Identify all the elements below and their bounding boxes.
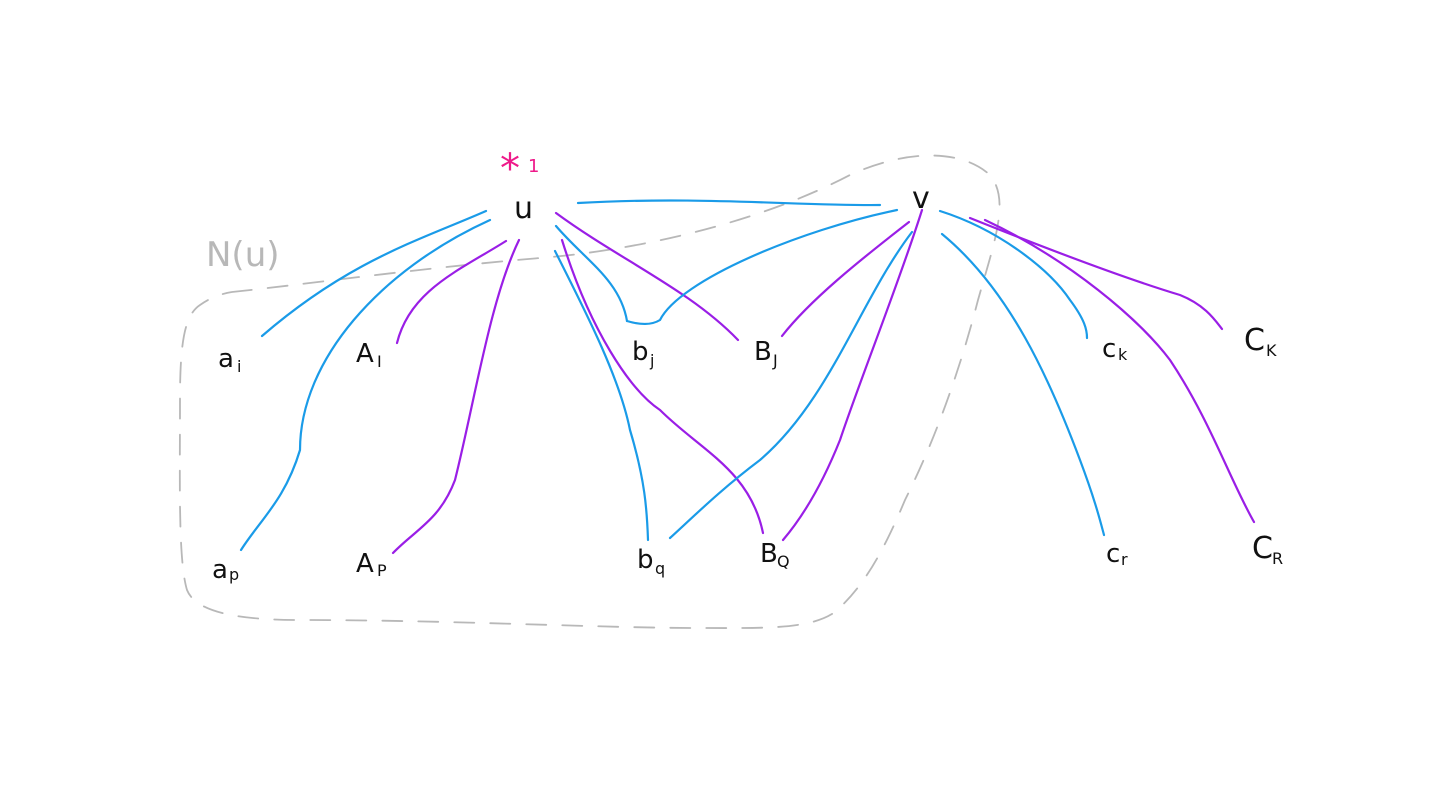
node-AI: A I (356, 339, 382, 371)
node-label-main: B (754, 337, 772, 367)
edge-u-a1 (260, 209, 488, 338)
node-BQ: B Q (760, 539, 790, 571)
node-label-sub: Q (777, 552, 790, 571)
star-marker-subscript: 1 (528, 156, 539, 177)
node-a1: a i (218, 344, 241, 376)
node-label-sub: J (772, 351, 778, 370)
node-u: u (514, 191, 533, 226)
node-label-main: c (1106, 539, 1120, 569)
node-label-main: c (1102, 334, 1116, 364)
edge-v-CK (968, 216, 1224, 331)
node-label-sub: I (377, 352, 382, 371)
edge-v-bq (668, 230, 914, 540)
edge-u-bq (553, 249, 650, 542)
edge-v-ck (938, 209, 1089, 340)
node-label-main: A (356, 549, 374, 579)
node-ck: c k (1102, 334, 1128, 364)
edge-u-AI (395, 239, 508, 345)
node-CR: C R (1252, 531, 1283, 568)
edge-v-BJ (780, 220, 911, 338)
node-label-main: v (912, 181, 930, 216)
edge-v-BQ (781, 208, 924, 542)
node-label-main: u (514, 191, 533, 226)
node-label-main: b (637, 545, 654, 575)
node-CK: C K (1244, 323, 1277, 360)
node-label-sub: k (1118, 345, 1128, 364)
node-label-main: a (212, 555, 228, 585)
node-label-sub: p (229, 565, 239, 584)
node-label-main: A (356, 339, 374, 369)
edge-u-ap (239, 218, 492, 552)
edge-u-BJ (554, 211, 740, 342)
region-label: N(u) (206, 235, 280, 275)
node-label-main: C (1252, 531, 1273, 566)
node-label-sub: P (377, 561, 387, 580)
neighborhood-region (178, 154, 1001, 629)
star-marker-icon: * (500, 146, 520, 192)
node-bj: b j (632, 337, 654, 370)
node-bq: b q (637, 545, 665, 578)
node-label-main: C (1244, 323, 1265, 358)
node-BJ: B J (754, 337, 778, 370)
node-label-sub: K (1266, 341, 1277, 360)
node-ap: a p (212, 555, 239, 585)
edge-u-AP (391, 238, 521, 555)
edge-u-BQ (560, 238, 765, 535)
node-label-main: B (760, 539, 778, 569)
node-label-sub: R (1272, 549, 1283, 568)
edge-v-CR (983, 218, 1256, 524)
edge-v-bj (625, 208, 899, 325)
edges-group (239, 199, 1256, 555)
edge-u-v (576, 199, 882, 207)
node-v: v (912, 181, 930, 216)
node-label-main: b (632, 337, 649, 367)
node-label-sub: i (237, 357, 241, 376)
node-label-sub: j (649, 351, 654, 370)
node-label-sub: q (655, 559, 665, 578)
node-cr: c r (1106, 539, 1128, 569)
node-label-sub: r (1121, 550, 1128, 569)
edge-u-bj (554, 224, 629, 323)
edge-v-cr (940, 232, 1106, 537)
node-label-main: a (218, 344, 234, 374)
node-AP: A P (356, 549, 387, 580)
